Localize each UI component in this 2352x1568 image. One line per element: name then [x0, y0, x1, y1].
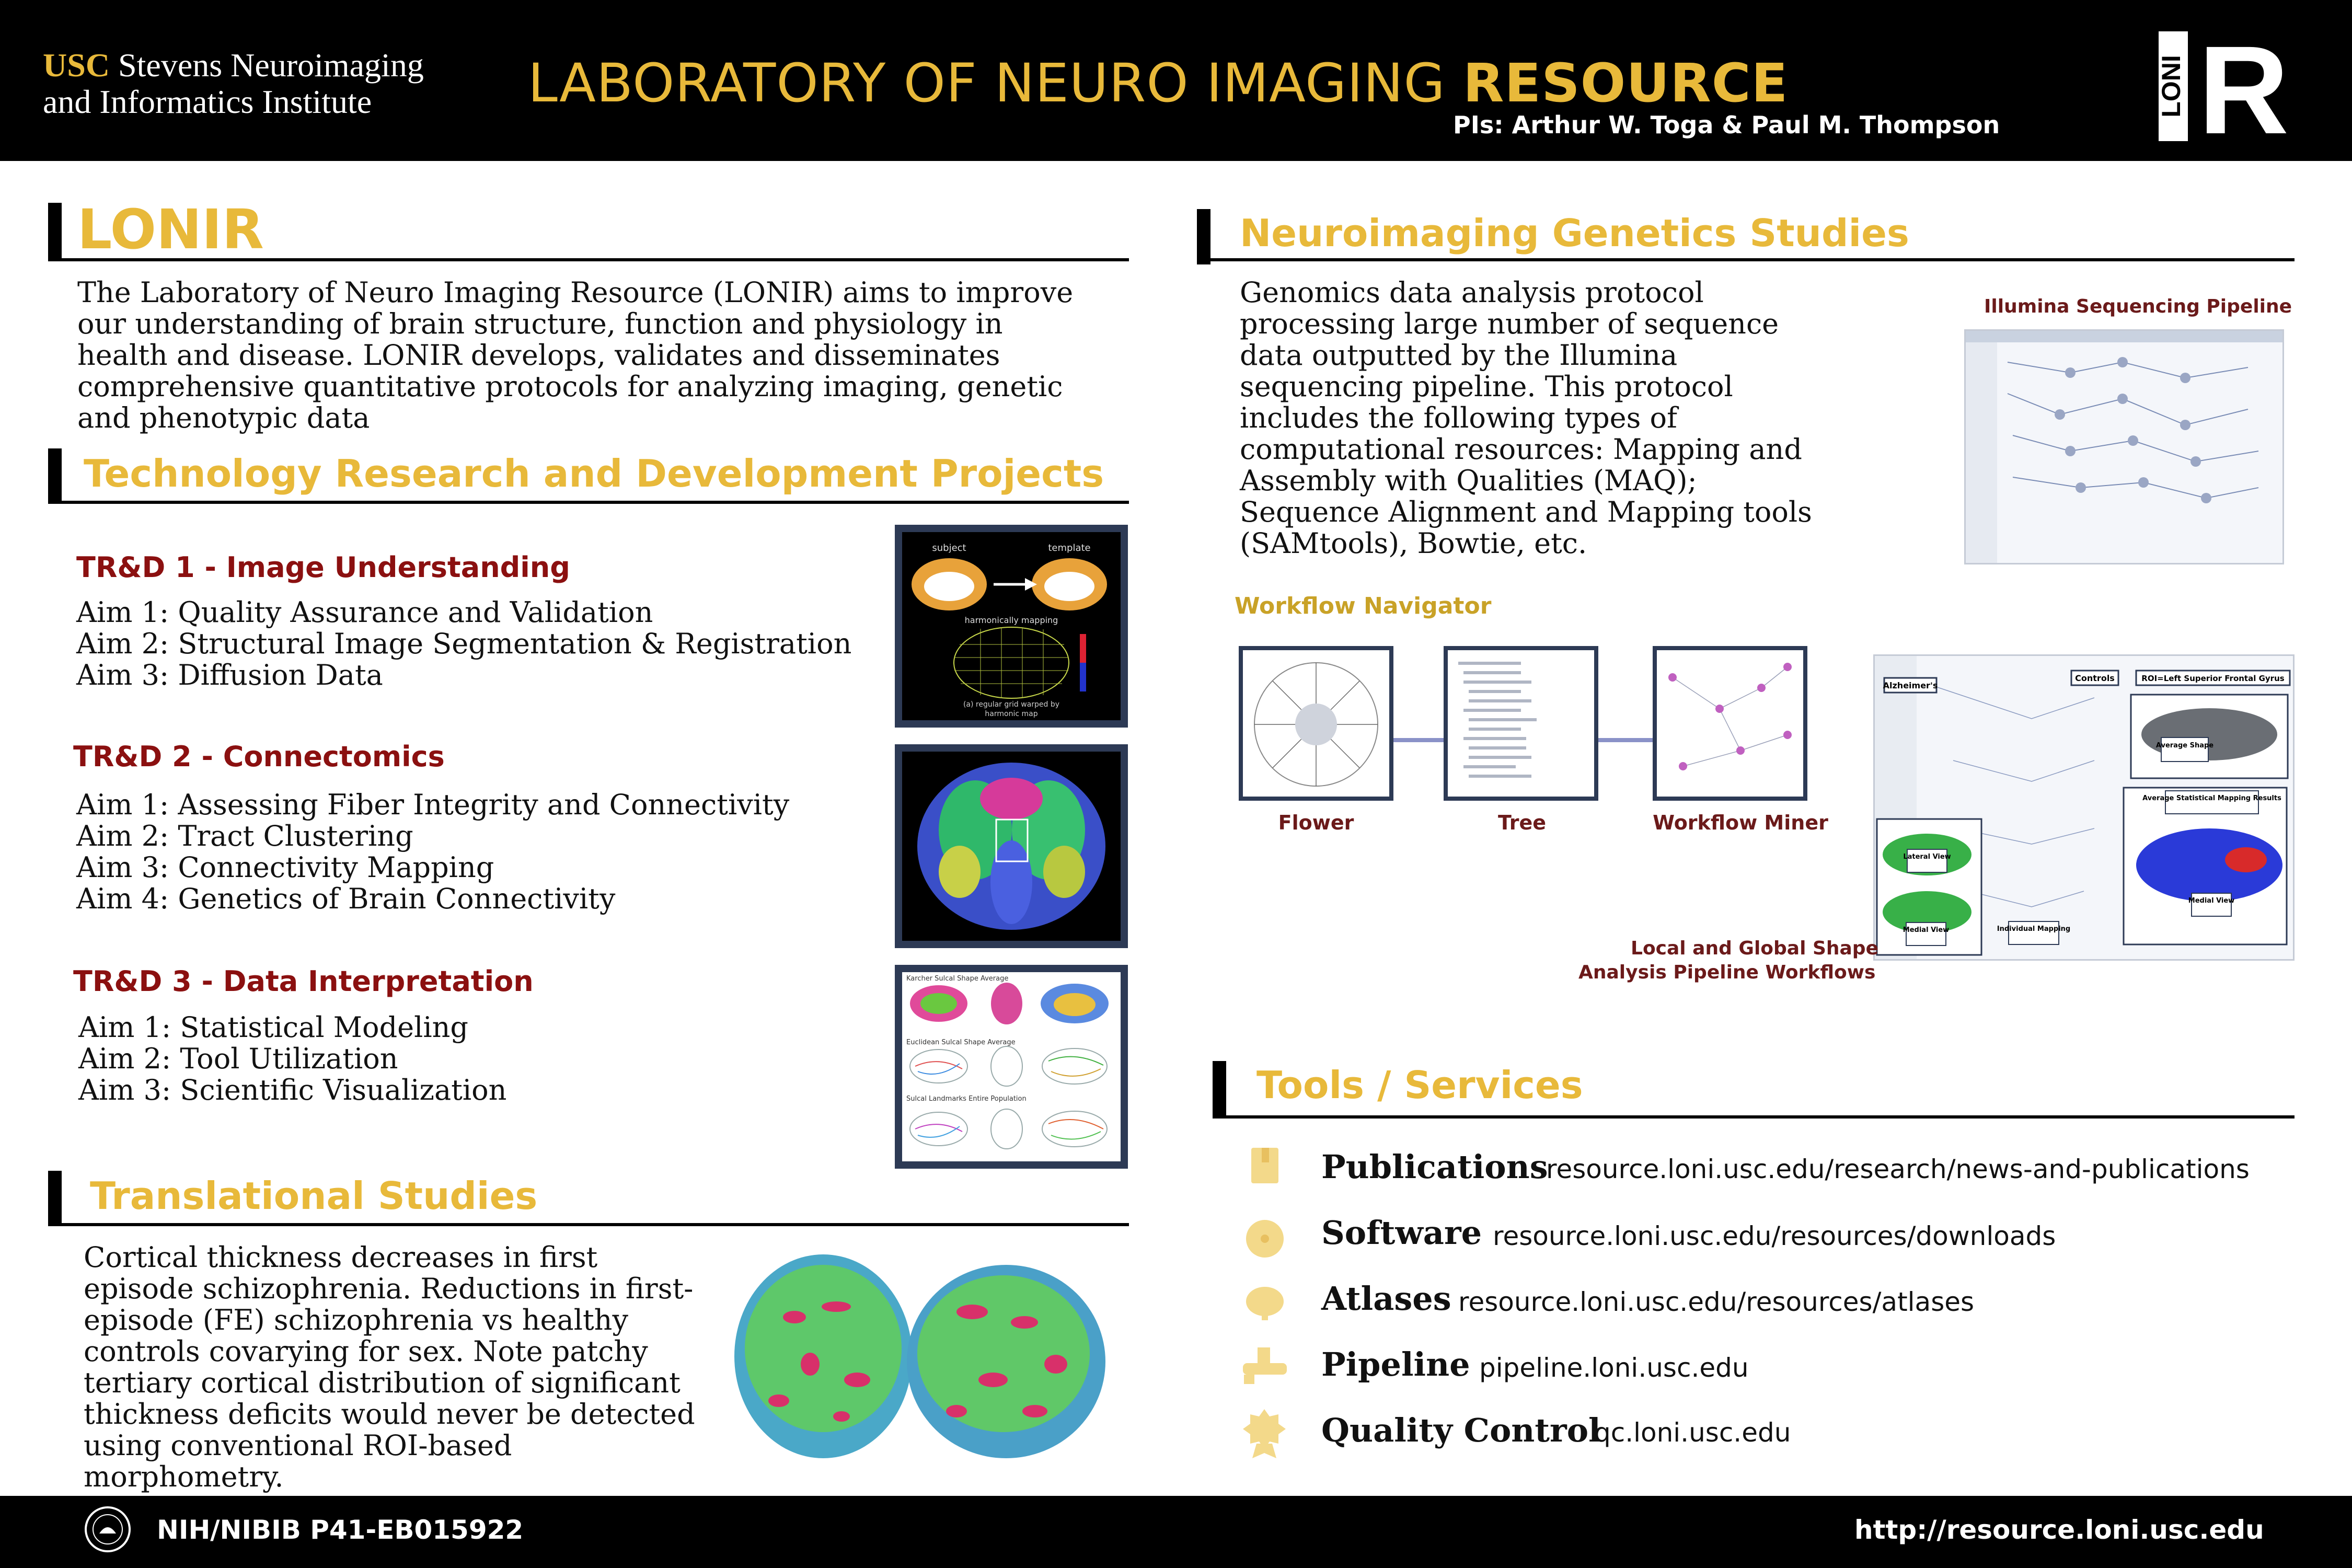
trd1-figure: subject template harmonically mapping (a… [895, 525, 1128, 728]
title-bold: RESOURCE [1463, 52, 1789, 114]
aim-item: Aim 1: Quality Assurance and Validation [76, 596, 653, 629]
trd1-title: TR&D 1 - Image Understanding [76, 551, 570, 584]
aim-item: Aim 2: Tract Clustering [76, 820, 413, 852]
tools-section-bar [1213, 1061, 1226, 1116]
fig-label-landmarks: Sulcal Landmarks Entire Population [906, 1095, 1027, 1103]
lonir-description: The Laboratory of Neuro Imaging Resource… [77, 276, 1074, 434]
genetics-section-bar [1197, 209, 1210, 264]
trd2-aims: Aim 1: Assessing Fiber Integrity and Con… [76, 789, 789, 915]
brain-thickness-image [732, 1244, 1108, 1463]
shape-label-individual-mapping: Individual Mapping [1997, 925, 2070, 933]
tool-name-quality-control: Quality Control [1321, 1411, 1601, 1449]
shape-label-lateral-view: Lateral View [1903, 853, 1951, 861]
translational-title: Translational Studies [90, 1174, 538, 1218]
fig-label-grid: (a) regular grid warped by [963, 700, 1059, 709]
disc-icon [1244, 1218, 1286, 1260]
fig-label-subject: subject [932, 543, 966, 554]
pipeline-icon [1239, 1344, 1291, 1386]
tools-title: Tools / Services [1256, 1063, 1583, 1107]
loni-logo: LONI R [2157, 20, 2295, 160]
logo-loni-text: LONI [2159, 55, 2186, 117]
translational-rule [48, 1223, 1129, 1226]
genetics-rule [1197, 258, 2295, 261]
tool-url-software[interactable]: resource.loni.usc.edu/resources/download… [1493, 1221, 2056, 1251]
shape-label-stat-mapping: Average Statistical Mapping Results [2142, 794, 2281, 802]
fig-label-map: harmonic map [985, 710, 1037, 718]
pis-line: PIs: Arthur W. Toga & Paul M. Thompson [1453, 111, 2000, 139]
illumina-pipeline-screenshot [1964, 329, 2284, 564]
nih-seal-icon [84, 1505, 132, 1553]
shape-label-medial-view-left: Medial View [1903, 926, 1949, 934]
trd3-title: TR&D 3 - Data Interpretation [73, 965, 534, 998]
lonir-title: LONIR [77, 198, 264, 261]
trd-title: Technology Research and Development Proj… [84, 452, 1104, 495]
aim-item: Aim 1: Statistical Modeling [78, 1011, 468, 1044]
tool-url-atlases[interactable]: resource.loni.usc.edu/resources/atlases [1458, 1287, 1975, 1317]
fig-label-euclidean: Euclidean Sulcal Shape Average [906, 1039, 1016, 1046]
aim-item: Aim 2: Tool Utilization [78, 1042, 398, 1075]
fig-label-harmonic: harmonically mapping [965, 615, 1058, 625]
trd2-figure [895, 744, 1128, 948]
translational-section-bar [48, 1171, 62, 1226]
aim-item: Aim 4: Genetics of Brain Connectivity [76, 882, 616, 915]
logo-r-text: R [2198, 31, 2289, 141]
tool-name-publications: Publications [1321, 1148, 1548, 1186]
genetics-description: Genomics data analysis protocol processi… [1240, 276, 1812, 560]
usc-institute-name: USC Stevens Neuroimaging [43, 46, 424, 85]
award-icon [1241, 1407, 1288, 1459]
shape-label-roi: ROI=Left Superior Frontal Gyrus [2141, 674, 2284, 683]
shape-caption-1: Local and Global Shape [1631, 938, 1878, 959]
aim-item: Aim 3: Scientific Visualization [78, 1074, 507, 1106]
trd3-aims: Aim 1: Statistical Modeling Aim 2: Tool … [78, 1012, 506, 1106]
trd-rule [48, 501, 1129, 504]
tool-name-pipeline: Pipeline [1321, 1345, 1470, 1383]
workflow-navigator-figure [1239, 646, 1808, 803]
tool-url-quality-control[interactable]: qc.loni.usc.edu [1594, 1417, 1791, 1448]
nav-label-workflow-miner: Workflow Miner [1653, 811, 1828, 834]
aim-item: Aim 3: Diffusion Data [76, 659, 383, 691]
tool-url-publications[interactable]: resource.loni.usc.edu/research/news-and-… [1546, 1154, 2250, 1184]
shape-caption-2: Analysis Pipeline Workflows [1578, 962, 1876, 983]
fig-label-template: template [1048, 543, 1090, 554]
illumina-caption: Illumina Sequencing Pipeline [1984, 296, 2292, 317]
footer-url[interactable]: http://resource.loni.usc.edu [1854, 1515, 2264, 1545]
genetics-title: Neuroimaging Genetics Studies [1240, 211, 1909, 255]
trd1-aims: Aim 1: Quality Assurance and Validation … [76, 597, 851, 691]
workflow-navigator-caption: Workflow Navigator [1235, 593, 1492, 619]
shape-label-alzheimers: Alzheimer's [1883, 681, 1938, 690]
brain-icon [1244, 1282, 1286, 1323]
trd2-title: TR&D 2 - Connectomics [73, 740, 445, 773]
title-main: LABORATORY OF NEURO IMAGING [528, 52, 1463, 114]
tool-name-software: Software [1321, 1214, 1482, 1252]
usc-line1: Stevens Neuroimaging [110, 47, 424, 84]
footer-grant: NIH/NIBIB P41-EB015922 [157, 1515, 524, 1545]
shape-label-controls: Controls [2075, 673, 2115, 683]
trd3-figure: Karcher Sulcal Shape Average Euclidean S… [895, 965, 1128, 1169]
tool-url-pipeline[interactable]: pipeline.loni.usc.edu [1479, 1353, 1749, 1383]
tools-rule [1213, 1115, 2295, 1119]
aim-item: Aim 1: Assessing Fiber Integrity and Con… [76, 788, 790, 821]
footer-bar [0, 1496, 2352, 1568]
aim-item: Aim 2: Structural Image Segmentation & R… [76, 627, 852, 660]
fig-label-karcher: Karcher Sulcal Shape Average [906, 975, 1008, 983]
usc-line2: and Informatics Institute [43, 83, 372, 120]
book-icon [1244, 1145, 1286, 1186]
translational-description: Cortical thickness decreases in first ep… [84, 1241, 695, 1493]
shape-analysis-screenshot: Alzheimer's Controls ROI=Left Superior F… [1873, 654, 2295, 961]
nav-label-tree: Tree [1497, 811, 1547, 834]
tool-name-atlases: Atlases [1321, 1279, 1451, 1318]
shape-label-average-shape: Average Shape [2156, 742, 2213, 750]
header-bar [0, 0, 2352, 161]
trd-section-bar [48, 448, 62, 504]
page-title: LABORATORY OF NEURO IMAGING RESOURCE [528, 52, 1788, 114]
nav-label-flower: Flower [1278, 811, 1354, 834]
lonir-section-bar [48, 203, 62, 258]
lonir-rule [48, 258, 1129, 261]
aim-item: Aim 3: Connectivity Mapping [76, 851, 494, 884]
usc-prefix: USC [43, 47, 110, 84]
shape-label-medial-view-right: Medial View [2188, 897, 2234, 905]
